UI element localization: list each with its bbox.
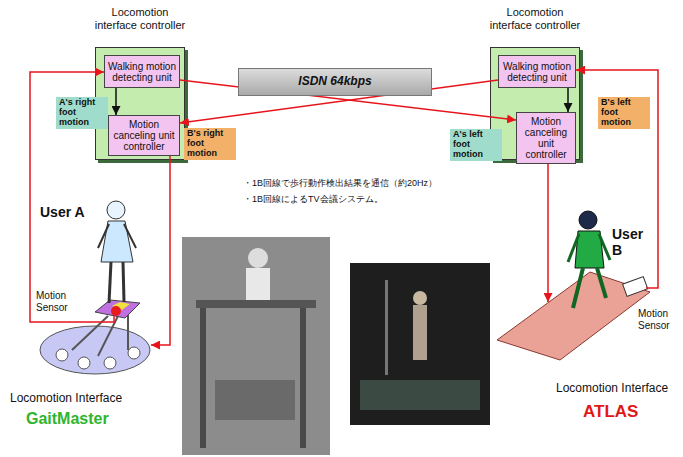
unit-label: Motion canceling unit controller (519, 116, 573, 160)
unit-label: Walking motion detecting unit (501, 61, 573, 83)
photo-gaitmaster (182, 237, 330, 455)
user-body (101, 221, 133, 262)
photo-person (248, 248, 268, 268)
device-label: Locomotion Interface (556, 382, 680, 396)
gaitmaster-joint (104, 357, 116, 369)
photo-detail (360, 380, 480, 410)
controller-heading: Locomotion interface controller (485, 6, 585, 32)
note: ・1B回線で歩行動作検出結果を通信（約20Hz） (243, 178, 483, 188)
device-label: Locomotion Interface (10, 392, 150, 406)
sensor-label: Motion Sensor (36, 290, 80, 313)
device-name: GaitMaster (26, 410, 146, 428)
isdn-line: ISDN 64kbps (238, 68, 432, 96)
line-label: ISDN 64kbps (298, 75, 371, 88)
photo-detail (196, 300, 316, 308)
sensor-wire (30, 72, 114, 322)
gaitmaster-joint (78, 357, 90, 369)
user-leg (109, 262, 111, 303)
foot-plate (112, 302, 130, 310)
photo-detail (215, 380, 295, 420)
signal-label: B's left foot motion (598, 97, 650, 129)
signal-label: A's left foot motion (450, 129, 502, 161)
signal-label: A's right foot motion (56, 97, 108, 129)
sensor-wire (576, 70, 658, 288)
photo-detail (200, 308, 206, 448)
unit-label: Walking motion detecting unit (107, 61, 177, 83)
device-name: ATLAS (583, 402, 673, 422)
user-arm (98, 224, 109, 248)
user-name: User A (40, 204, 100, 220)
control-wire (547, 148, 549, 302)
photo-person (413, 291, 427, 305)
control-wire (151, 148, 170, 345)
photo-atlas (350, 263, 490, 425)
motion-sensor (111, 306, 121, 316)
photo-person (246, 268, 270, 300)
signal-label: B's right foot motion (184, 128, 236, 160)
gaitmaster-joint (56, 349, 68, 361)
motion-sensor (623, 277, 648, 297)
unit-label: Motion canceling unit controller (111, 119, 177, 152)
controller-heading: Locomotion interface controller (90, 6, 190, 32)
user-arm (568, 234, 579, 262)
user-arm (124, 224, 136, 248)
gaitmaster-leg (98, 316, 118, 356)
user-head (107, 201, 125, 219)
user-leg (597, 268, 606, 298)
gaitmaster-base (40, 326, 150, 374)
detecting-unit: Walking motion detecting unit (498, 55, 576, 88)
gaitmaster-leg (127, 314, 129, 350)
user-leg (573, 268, 583, 308)
foot-plate (95, 300, 140, 318)
photo-person (413, 305, 427, 360)
user-body (575, 231, 604, 268)
user-head (579, 211, 597, 229)
atlas-treadmill (497, 272, 650, 360)
gaitmaster-leg (72, 316, 108, 350)
gaitmaster-joint (128, 347, 140, 359)
detecting-unit: Walking motion detecting unit (104, 55, 180, 88)
user-leg (123, 262, 124, 302)
canceling-unit: Motion canceling unit controller (516, 112, 576, 164)
user-arm (599, 234, 610, 260)
note: ・1B回線によるTV会議システム。 (243, 194, 483, 204)
user-name: User B (612, 226, 650, 258)
photo-detail (300, 308, 306, 448)
sensor-label: Motion Sensor (638, 308, 680, 331)
canceling-unit: Motion canceling unit controller (108, 115, 180, 156)
photo-detail (385, 280, 388, 375)
